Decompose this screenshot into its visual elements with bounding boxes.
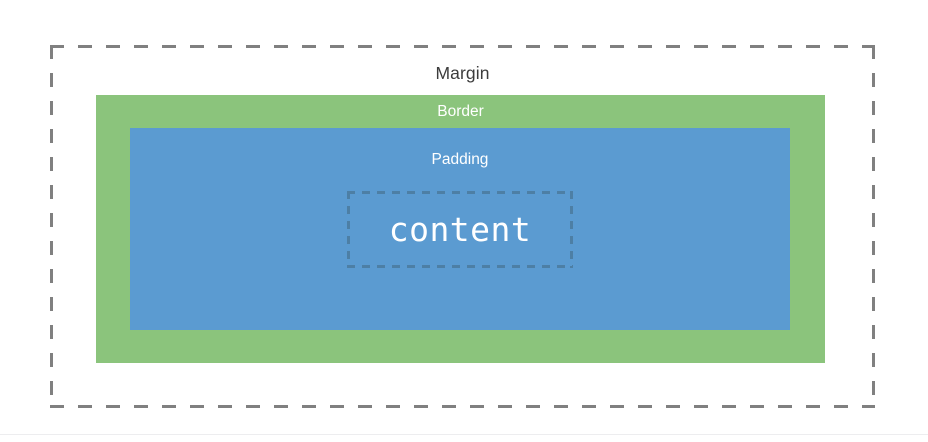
padding-label: Padding <box>431 151 489 168</box>
bottom-divider <box>0 434 928 435</box>
border-box: Border Padding content <box>96 95 825 363</box>
margin-box: Margin Border Padding content <box>50 45 875 408</box>
border-label: Border <box>437 103 484 120</box>
padding-box: Padding content <box>130 128 790 330</box>
content-label: content <box>388 209 532 249</box>
content-box: content <box>347 191 573 268</box>
margin-label: Margin <box>435 63 490 83</box>
